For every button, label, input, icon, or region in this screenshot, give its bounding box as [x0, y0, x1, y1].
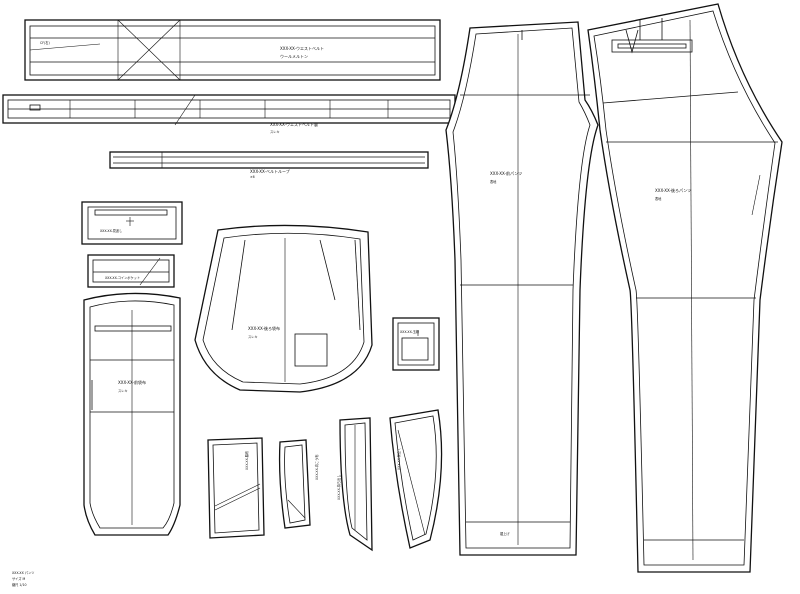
back-pants-piece[interactable]: XXX-XX-後ろパンツ 表地: [587, 3, 783, 573]
facing-strip-2[interactable]: XXX-XX-向こう布: [278, 439, 319, 529]
front-pants-hem-note: 裾上げ: [500, 531, 510, 536]
back-pocket-bag-piece[interactable]: XXX-XX-後ろ袋布 スレキ: [194, 224, 373, 393]
belt-loop-piece[interactable]: XXX-XX-ベルトループ ×6: [109, 151, 429, 179]
waistband-sublabel: ウールメルトン: [280, 53, 308, 59]
title-line-3: 縮尺 1/10: [12, 582, 27, 587]
waistband-piece[interactable]: XXX-XX-ウエストベルト ウールメルトン CF(右): [24, 19, 441, 81]
front-pants-piece[interactable]: XXX-XX-前パンツ 表地 裾上げ: [445, 21, 599, 556]
waistband-lining-piece[interactable]: XXX-XX-ウエストベルト裏 スレキ: [2, 94, 456, 134]
front-pocket-bag-sublabel: スレキ: [118, 388, 128, 393]
title-line-2: サイズ M: [12, 576, 25, 581]
front-pants-label: XXX-XX-前パンツ: [490, 170, 522, 176]
belt-loop-sublabel: ×6: [250, 175, 255, 179]
waistband-lining-label: XXX-XX-ウエストベルト裏: [270, 121, 318, 127]
back-pocket-bag-sublabel: スレキ: [248, 334, 258, 339]
coin-pocket-label: XXX-XX-コインポケット: [105, 275, 140, 280]
coin-pocket-piece[interactable]: XXX-XX-コインポケット: [87, 254, 175, 288]
welt-label: XXX-XX-玉縁: [400, 329, 420, 334]
facing-strip-4-label: XXX-XX-前立て: [396, 448, 401, 470]
back-pocket-bag-label: XXX-XX-後ろ袋布: [248, 325, 280, 331]
belt-loop-label: XXX-XX-ベルトループ: [250, 168, 290, 174]
back-pants-label: XXX-XX-後ろパンツ: [655, 187, 691, 193]
title-block: XXX-XX パンツ サイズ M 縮尺 1/10: [12, 570, 35, 587]
facing-strip-2-label: XXX-XX-向こう布: [314, 455, 319, 481]
facing-strip-1-label: XXX-XX-脇布: [244, 451, 249, 470]
facing-strip-3-label: XXX-XX-持ち出し: [336, 475, 341, 501]
fly-flap-label: XXX-XX-見返し: [100, 228, 122, 233]
waistband-label: XXX-XX-ウエストベルト: [280, 45, 324, 51]
facing-strip-3[interactable]: XXX-XX-持ち出し: [336, 417, 373, 552]
fly-flap-piece[interactable]: XXX-XX-見返し: [81, 201, 183, 245]
front-pants-sublabel: 表地: [490, 179, 497, 184]
title-line-1: XXX-XX パンツ: [12, 570, 35, 575]
facing-strip-1[interactable]: XXX-XX-脇布: [207, 437, 265, 539]
front-pocket-bag-piece[interactable]: XXX-XX-前袋布 スレキ: [83, 292, 181, 536]
facing-strip-4[interactable]: XXX-XX-前立て: [389, 409, 443, 549]
welt-piece[interactable]: XXX-XX-玉縁: [392, 317, 440, 371]
waistband-lining-sublabel: スレキ: [270, 129, 280, 134]
front-pocket-bag-label: XXX-XX-前袋布: [118, 379, 146, 385]
back-pants-sublabel: 表地: [655, 196, 662, 201]
waistband-note: CF(右): [40, 40, 50, 45]
